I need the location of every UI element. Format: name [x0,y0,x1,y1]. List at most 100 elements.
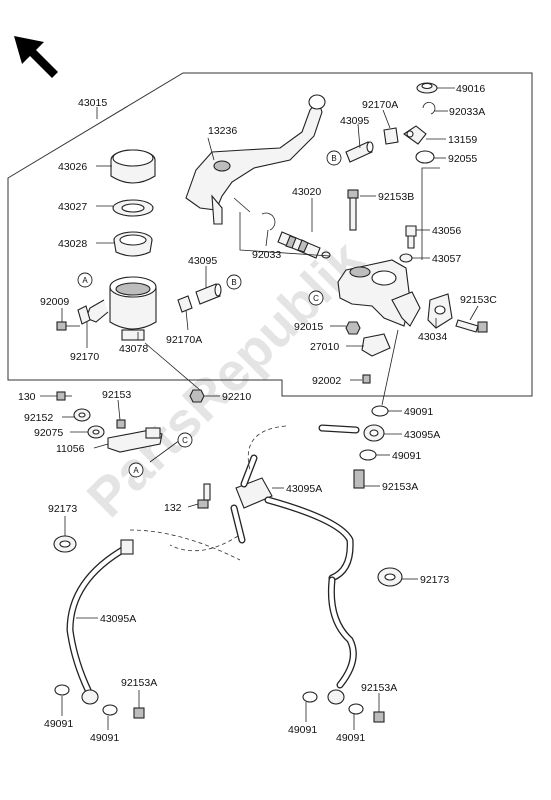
label-43026: 43026 [58,161,87,173]
label-92153A-left: 92153A [121,677,157,689]
label-43095-top: 43095 [340,115,369,127]
reservoir [85,276,157,341]
callout-b-top: B [326,150,342,166]
diaphragm-plate [112,199,154,217]
bolt-92153C [455,319,488,333]
svg-text:B: B [231,278,236,287]
nut-92210 [189,389,205,403]
label-92173-right: 92173 [420,574,449,586]
lower-right-banjo [302,689,385,723]
clamp-92170 [77,305,91,325]
label-92015: 92015 [294,321,323,333]
label-92173-left: 92173 [48,503,77,515]
label-92153A-right: 92153A [361,682,397,694]
washer-92152 [73,408,91,422]
leader-lines [40,87,479,730]
hose-43095-top [345,141,374,163]
washer-49091-a [371,405,389,417]
label-92153: 92153 [102,389,131,401]
pivot-cap-49016 [416,82,438,94]
bracket-11056 [107,427,163,453]
label-43015: 43015 [78,97,107,109]
label-49091-b: 49091 [392,450,421,462]
label-49091-left-1: 49091 [44,718,73,730]
clamp-92170A-top [383,127,399,145]
screw-92002 [362,374,371,384]
label-43027: 43027 [58,201,87,213]
holder-43034 [427,293,453,329]
callout-a-top: A [77,272,93,288]
label-49091-left-2: 49091 [90,732,119,744]
brake-lever [185,94,326,225]
label-49091-right-2: 49091 [336,732,365,744]
callout-a-low: A [128,462,144,478]
label-92152: 92152 [24,412,53,424]
nut-92015 [345,321,361,335]
svg-text:A: A [133,466,139,475]
part-labels: 43015 43026 43027 43028 92009 92170 4307… [18,83,497,744]
label-92033A: 92033A [449,106,485,118]
callout-c-low: C [177,432,193,448]
piston-assembly [277,231,331,259]
label-27010: 27010 [310,341,339,353]
label-43078: 43078 [119,343,148,355]
label-92170A-mid: 92170A [166,334,202,346]
master-cylinder-body [337,259,421,327]
screw-92009 [56,321,80,331]
label-43020: 43020 [292,186,321,198]
label-92009: 92009 [40,296,69,308]
label-92055: 92055 [448,153,477,165]
label-43057: 43057 [432,253,461,265]
label-13159: 13159 [448,134,477,146]
label-92153C: 92153C [460,294,497,306]
label-43028: 43028 [58,238,87,250]
svg-text:A: A [82,276,88,285]
label-49091-a: 49091 [404,406,433,418]
washer-49091-b [359,449,377,461]
label-92210: 92210 [222,391,251,403]
hose-end-left [120,539,134,555]
cap-43057 [399,253,413,263]
label-130: 130 [18,391,36,403]
circlip-92033 [261,212,276,231]
bolt-92153A-a [353,469,365,489]
label-92153B: 92153B [378,191,414,203]
label-13236: 13236 [208,125,237,137]
label-43034: 43034 [418,331,447,343]
bleeder-43056 [405,225,417,249]
label-92170: 92170 [70,351,99,363]
switch-27010 [361,333,391,357]
hose-upper-banjo [318,424,385,442]
label-132: 132 [164,502,182,514]
circlip-92033A [422,102,436,115]
svg-text:B: B [331,154,336,163]
orientation-arrow-icon [14,36,58,78]
svg-text:C: C [182,436,188,445]
brake-hoses [66,425,357,694]
assembly-frame [7,72,533,397]
adjuster-13159 [403,125,427,145]
label-43095A-b: 43095A [286,483,322,495]
label-92075: 92075 [34,427,63,439]
bolt-130 [56,391,72,401]
reservoir-hose-short [177,283,222,313]
label-49091-right-1: 49091 [288,724,317,736]
lower-left-banjo [54,684,145,719]
reservoir-cap [110,149,156,184]
label-92170A-top: 92170A [362,99,398,111]
svg-text:C: C [313,294,319,303]
label-43056: 43056 [432,225,461,237]
clamp-92173-right [377,567,403,587]
bolt-132 [197,483,211,509]
callout-b-mid: B [226,274,242,290]
label-92153A-a: 92153A [382,481,418,493]
label-11056: 11056 [56,443,85,455]
label-43095-mid: 43095 [188,255,217,267]
bolt-92153B [347,189,359,231]
bolt-92153 [116,419,126,429]
callout-c-mid: C [308,290,324,306]
label-49016: 49016 [456,83,485,95]
label-43095A-a: 43095A [404,429,440,441]
label-43095A-c: 43095A [100,613,136,625]
